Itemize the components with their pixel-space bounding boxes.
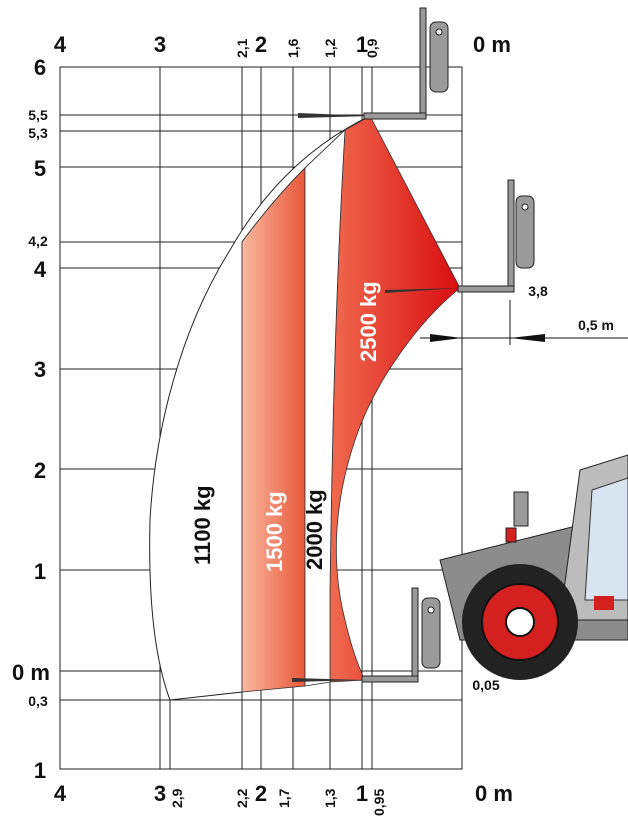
bottom-label-3: 3 bbox=[154, 781, 166, 806]
telehandler-machine bbox=[439, 454, 628, 680]
left-label-neg1: 1 bbox=[34, 758, 46, 783]
left-label-5: 5 bbox=[34, 156, 46, 181]
boom-tip-bottom bbox=[292, 678, 364, 682]
annotations: 3,8 0,5 m 0,05 bbox=[472, 283, 614, 693]
fork-bottom bbox=[361, 587, 441, 683]
zone-2500 bbox=[329, 115, 461, 683]
wheel-hub bbox=[505, 607, 535, 637]
mirror-icon bbox=[513, 491, 529, 527]
fork-top bbox=[363, 7, 449, 120]
fork-top-tine bbox=[419, 7, 427, 119]
top-minor-1-2: 1,2 bbox=[322, 38, 338, 58]
left-label-0: 0 m bbox=[12, 660, 50, 685]
annotation-reach: 3,8 bbox=[528, 283, 548, 299]
load-label-1500: 1500 kg bbox=[262, 491, 287, 572]
fork-bottom-plate bbox=[421, 597, 441, 669]
left-minor-4-2: 4,2 bbox=[28, 233, 48, 249]
load-labels: 1100 kg 1500 kg 2000 kg 2500 kg bbox=[190, 281, 381, 572]
zone-1500 bbox=[241, 167, 306, 693]
machine-window bbox=[584, 477, 628, 601]
fork-top-plate bbox=[429, 21, 449, 93]
left-axis: 6 5 4 3 2 1 0 m 1 5,5 5,3 4,2 0,3 bbox=[12, 55, 50, 783]
offset-dimension bbox=[420, 300, 628, 345]
fork-mid-plate bbox=[515, 195, 535, 269]
top-axis: 4 3 2 1 0 m 2,1 1,6 1,2 0,9 bbox=[54, 32, 511, 58]
top-label-0: 0 m bbox=[473, 32, 511, 57]
fork-top-blade bbox=[363, 112, 427, 120]
load-label-2000: 2000 kg bbox=[302, 489, 327, 570]
boom-tip-top bbox=[298, 113, 372, 118]
fork-mid-blade bbox=[457, 285, 515, 293]
bottom-label-0: 0 m bbox=[475, 781, 513, 806]
left-label-6: 6 bbox=[34, 55, 46, 80]
load-zones bbox=[149, 115, 461, 701]
boom-tip-mid bbox=[385, 288, 460, 293]
arrow-right-icon bbox=[430, 334, 462, 342]
fork-bottom-blade bbox=[361, 675, 419, 683]
left-label-2: 2 bbox=[34, 458, 46, 483]
top-minor-0-9: 0,9 bbox=[364, 38, 380, 58]
fork-top-pin bbox=[435, 28, 443, 36]
bottom-minor-2-2: 2,2 bbox=[234, 788, 250, 808]
load-label-2500: 2500 kg bbox=[356, 281, 381, 362]
left-label-3: 3 bbox=[34, 357, 46, 382]
top-minor-1-6: 1,6 bbox=[285, 38, 301, 58]
bottom-label-1: 1 bbox=[356, 781, 368, 806]
left-label-4: 4 bbox=[34, 257, 47, 282]
bottom-label-2: 2 bbox=[255, 781, 267, 806]
zone-2000 bbox=[304, 129, 346, 687]
left-minor-5-5: 5,5 bbox=[28, 107, 48, 123]
top-label-2: 2 bbox=[255, 32, 267, 57]
top-minor-2-1: 2,1 bbox=[234, 38, 250, 58]
logo-badge-icon bbox=[594, 596, 614, 610]
fork-bottom-tine bbox=[411, 587, 419, 681]
left-minor-0-3: 0,3 bbox=[28, 693, 48, 709]
bottom-axis: 4 3 2 1 0 m 2,9 2,2 1,7 1,3 0,95 bbox=[54, 781, 513, 816]
fork-bottom-pin bbox=[427, 606, 435, 614]
left-label-1: 1 bbox=[34, 559, 46, 584]
top-label-3: 3 bbox=[154, 32, 166, 57]
annotation-offset: 0,5 m bbox=[578, 317, 614, 333]
fork-mid bbox=[457, 179, 535, 293]
top-label-1: 1 bbox=[356, 32, 368, 57]
fork-mid-pin bbox=[521, 203, 529, 211]
load-label-1100: 1100 kg bbox=[190, 485, 215, 565]
bottom-minor-2-9: 2,9 bbox=[169, 788, 185, 808]
light-icon bbox=[505, 527, 517, 543]
bottom-minor-1-3: 1,3 bbox=[322, 788, 338, 808]
fork-mid-tine bbox=[507, 179, 515, 293]
boom-lines bbox=[292, 113, 460, 682]
annotation-ground-offset: 0,05 bbox=[472, 677, 499, 693]
bottom-minor-1-7: 1,7 bbox=[276, 788, 292, 808]
left-minor-5-3: 5,3 bbox=[28, 125, 48, 141]
top-label-4: 4 bbox=[54, 32, 67, 57]
bottom-minor-0-95: 0,95 bbox=[371, 789, 387, 816]
bottom-label-4: 4 bbox=[54, 781, 67, 806]
arrow-left-icon bbox=[510, 334, 545, 342]
